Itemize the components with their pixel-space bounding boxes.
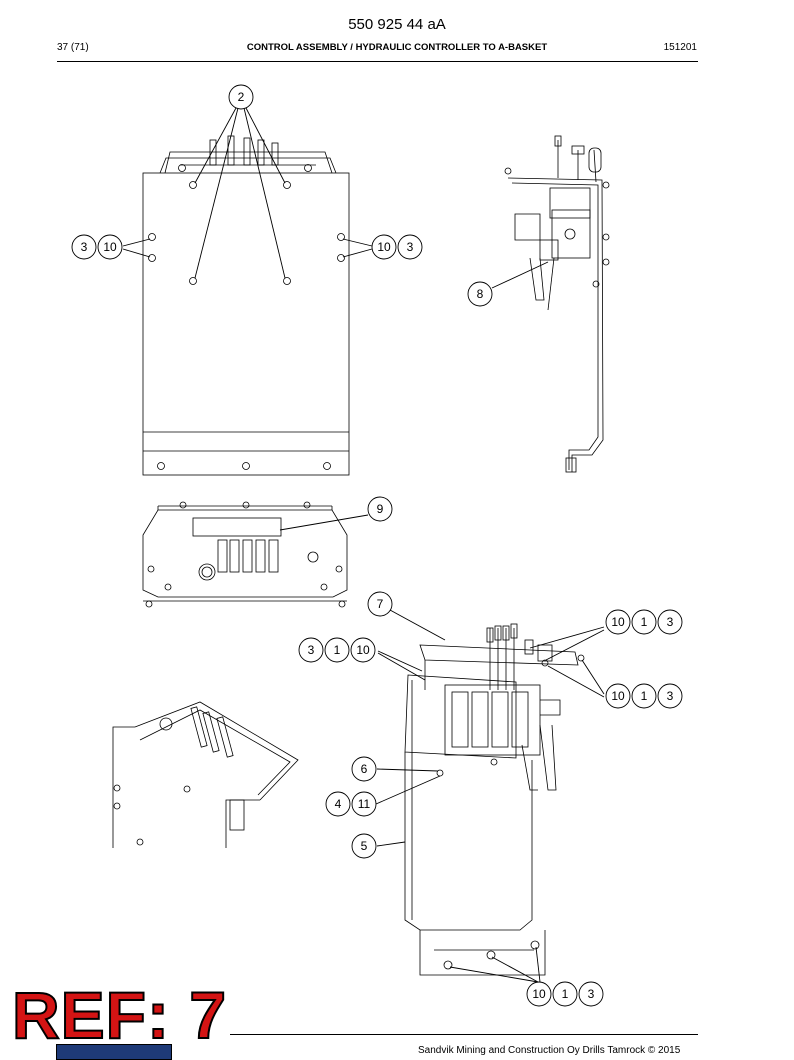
callout-label: 4 <box>335 797 342 811</box>
valve-side-view <box>504 135 610 473</box>
callout-label: 1 <box>562 987 569 1001</box>
enclosure-front-view <box>142 135 350 476</box>
callout-3-mid-right <box>657 683 683 709</box>
callout-label: 10 <box>377 240 391 254</box>
callout-3-bottom <box>578 981 604 1007</box>
callout-9 <box>367 496 393 522</box>
callout-10-right <box>371 234 397 260</box>
callout-label: 2 <box>238 90 245 104</box>
callout-1-mid-left <box>324 637 350 663</box>
callout-label: 5 <box>361 839 368 853</box>
callout-3-mid-left <box>298 637 324 663</box>
callout-10-mid-right <box>605 683 631 709</box>
callout-1-upper-right <box>631 609 657 635</box>
document-number: 550 925 44 aA <box>348 16 446 33</box>
callout-2 <box>228 84 254 110</box>
header-divider <box>57 61 698 62</box>
callout-label: 10 <box>356 643 370 657</box>
ref-stamp: REF: 7 <box>11 978 228 1052</box>
callout-6 <box>351 756 377 782</box>
callout-11 <box>351 791 377 817</box>
callout-label: 1 <box>641 689 648 703</box>
page-count: 37 (71) <box>57 42 89 53</box>
logo-bar <box>56 1044 172 1060</box>
callout-8 <box>467 281 493 307</box>
callout-label: 10 <box>532 987 546 1001</box>
callout-10-mid-left <box>350 637 376 663</box>
callout-label: 11 <box>358 797 371 811</box>
callout-label: 3 <box>308 643 315 657</box>
document-code: 151201 <box>663 42 697 53</box>
callout-label: 3 <box>667 689 674 703</box>
callout-numbers: 2 3 10 10 3 8 9 7 10 1 3 3 1 10 10 1 3 6… <box>81 90 674 1001</box>
callout-1-mid-right <box>631 683 657 709</box>
callout-label: 3 <box>81 240 88 254</box>
callout-5 <box>351 833 377 859</box>
footer-divider <box>230 1034 698 1035</box>
callout-label: 1 <box>334 643 341 657</box>
callout-label: 3 <box>667 615 674 629</box>
callout-4 <box>325 791 351 817</box>
callout-label: 1 <box>641 615 648 629</box>
page-title: CONTROL ASSEMBLY / HYDRAULIC CONTROLLER … <box>246 42 548 53</box>
main-assembly-view <box>404 623 585 976</box>
callout-3-left <box>71 234 97 260</box>
callout-label: 6 <box>361 762 368 776</box>
callout-label: 8 <box>477 287 484 301</box>
callout-label: 10 <box>103 240 117 254</box>
control-panel-view <box>142 501 348 608</box>
callout-10-upper-right <box>605 609 631 635</box>
copyright-text: Sandvik Mining and Construction Oy Drill… <box>418 1045 681 1056</box>
callout-1-bottom <box>552 981 578 1007</box>
callout-10-bottom <box>526 981 552 1007</box>
leader-lines <box>122 107 605 983</box>
callout-label: 10 <box>611 615 625 629</box>
callout-label: 10 <box>611 689 625 703</box>
callout-10-left <box>97 234 123 260</box>
callout-3-upper-right <box>657 609 683 635</box>
callout-label: 7 <box>377 597 384 611</box>
callout-label: 3 <box>407 240 414 254</box>
callout-label: 3 <box>588 987 595 1001</box>
callout-balloons <box>71 84 683 1007</box>
callout-label: 9 <box>377 502 384 516</box>
callout-3-right <box>397 234 423 260</box>
isometric-partial-view <box>112 701 299 848</box>
callout-7 <box>367 591 393 617</box>
